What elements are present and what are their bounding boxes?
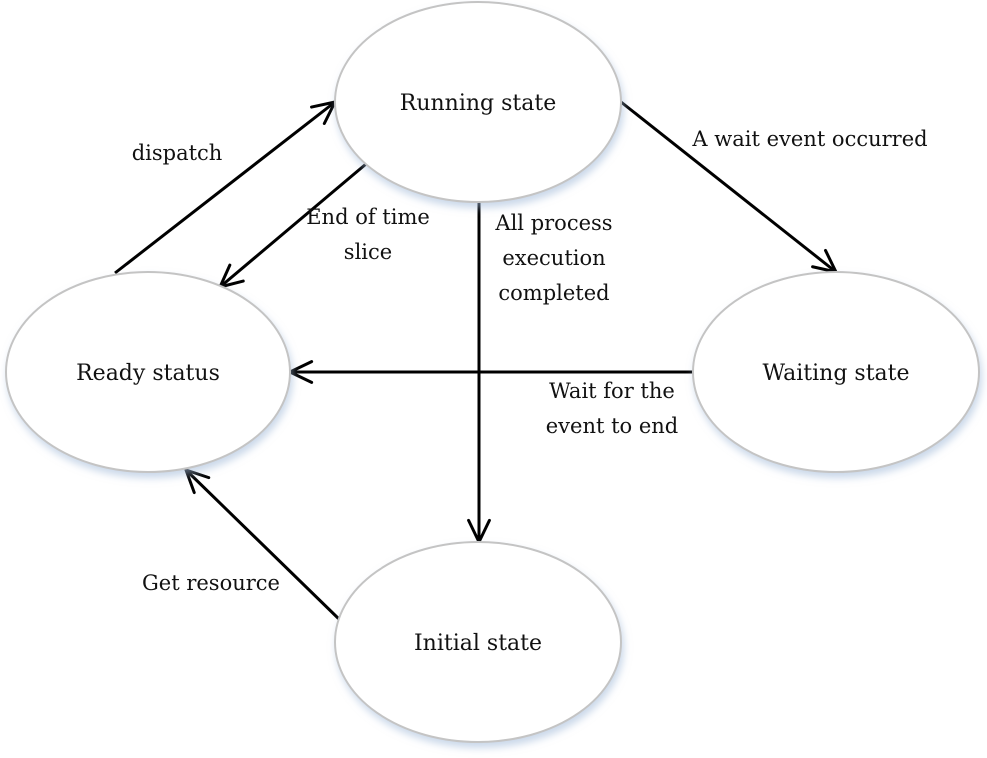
- transition-label-line: execution: [502, 246, 605, 270]
- transition-dispatch: [114, 100, 337, 275]
- transition-line-get-resource: [184, 468, 343, 623]
- transition-label-line: dispatch: [132, 141, 223, 165]
- state-node-initial: Initial state: [334, 541, 622, 743]
- state-node-waiting: Waiting state: [692, 271, 980, 473]
- transition-label-wait-event: A wait event occurred: [691, 127, 927, 151]
- state-label-waiting: Waiting state: [762, 361, 909, 386]
- transition-label-get-resource: Get resource: [142, 571, 280, 595]
- transition-label-line: event to end: [546, 414, 679, 438]
- transition-label-time-slice: End of time slice: [306, 205, 430, 264]
- transition-label-event-end: Wait for the event to end: [546, 379, 679, 438]
- transition-line-wait-event: [620, 100, 837, 274]
- state-node-running: Running state: [334, 1, 622, 203]
- state-label-initial: Initial state: [414, 631, 542, 656]
- state-label-running: Running state: [400, 91, 556, 116]
- transition-label-dispatch: dispatch: [132, 141, 223, 165]
- transition-label-line: completed: [498, 281, 609, 305]
- transition-label-completed: All process execution completed: [494, 211, 612, 305]
- transition-line-dispatch: [114, 100, 336, 275]
- transition-label-line: slice: [344, 240, 392, 264]
- state-ellipse-ready: [5, 271, 291, 473]
- transition-line-time-slice: [219, 162, 367, 289]
- transition-label-line: Wait for the: [549, 379, 675, 403]
- transition-label-line: Get resource: [142, 571, 280, 595]
- arrowhead-icon: [184, 468, 211, 495]
- transition-label-line: A wait event occurred: [691, 127, 927, 151]
- state-ellipse-initial: [334, 541, 622, 743]
- state-label-ready: Ready status: [76, 361, 220, 386]
- state-node-ready: Ready status: [5, 271, 291, 473]
- transition-label-line: End of time: [306, 205, 430, 229]
- state-ellipse-waiting: [692, 271, 980, 473]
- transition-label-line: All process: [494, 211, 612, 235]
- transition-get-resource: [184, 468, 343, 623]
- state-ellipse-running: [334, 1, 622, 203]
